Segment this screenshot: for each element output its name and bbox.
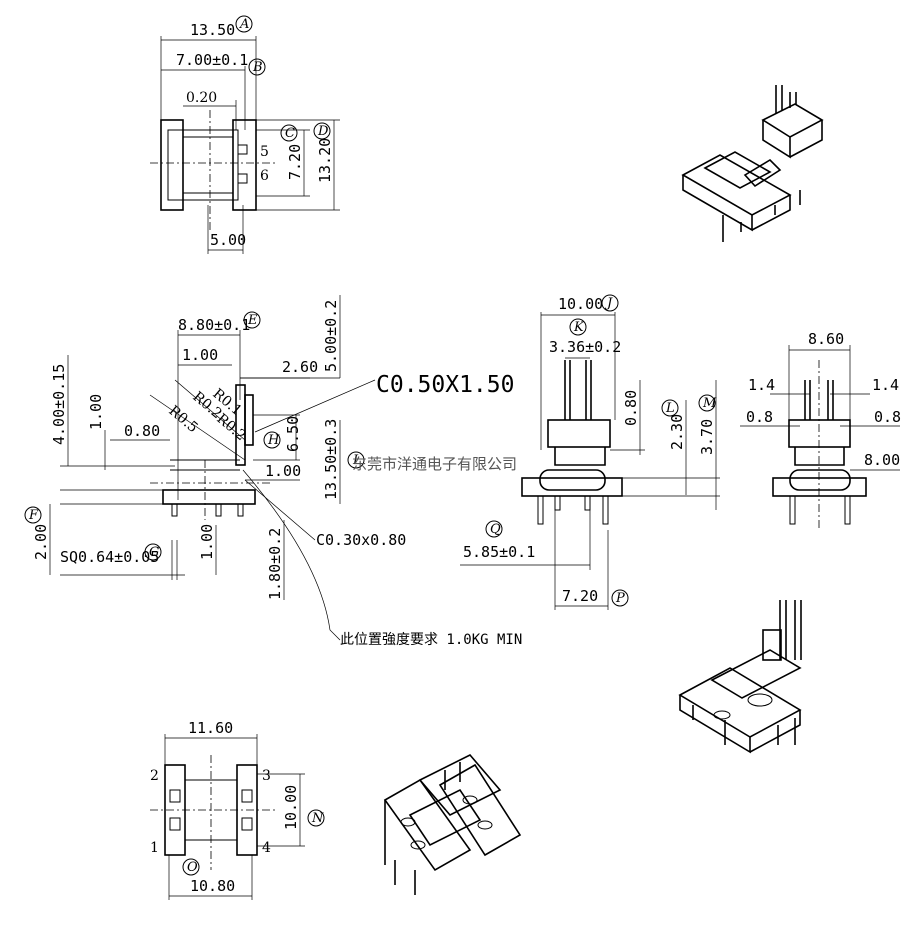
callout-i-label: I <box>352 453 359 468</box>
iso-view-2 <box>678 600 802 754</box>
dim-14b-text: 1.4 <box>872 376 899 394</box>
callout-g-label: G <box>149 545 159 560</box>
dim-080-front-text: 0.80 <box>622 390 640 426</box>
dim-650-text: 6.50 <box>284 416 302 452</box>
dim-500-text: 5.00 <box>210 231 246 249</box>
dim-p-text: 7.20 <box>562 587 598 605</box>
callout-p-label: P <box>615 591 625 606</box>
pin-2-label: 2 <box>150 768 159 784</box>
callout-j-label: J <box>604 296 613 311</box>
dim-200-text: 2.00 <box>32 524 50 560</box>
callout-f-label: F <box>28 508 39 523</box>
pin-5-label: 5 <box>260 144 269 160</box>
dim-sq-text: SQ0.64±0.05 <box>60 548 159 566</box>
dim-n-text: 10.00 <box>282 785 300 830</box>
dim-080-text: 0.80 <box>124 422 160 440</box>
callout-i <box>347 451 365 469</box>
callout-e <box>243 311 261 329</box>
iso-view-1 <box>681 85 824 242</box>
callout-j <box>601 294 619 312</box>
callout-b <box>248 58 266 76</box>
callout-a <box>235 15 253 33</box>
dim-e-text: 8.80±0.1 <box>178 316 250 334</box>
dim-08a-text: 0.8 <box>746 408 773 426</box>
callout-b-label: B <box>252 60 263 75</box>
callout-l-label: L <box>665 401 675 416</box>
right-view: 8.60 1.4 1.4 0.8 0.8 8.00 <box>740 330 901 530</box>
callout-c-label: C <box>285 126 295 141</box>
dim-180-text: 1.80±0.2 <box>266 528 284 600</box>
iso-view-3 <box>383 754 522 895</box>
pin-6-label: 6 <box>260 168 269 184</box>
pin-3-label: 3 <box>262 768 271 784</box>
dim-500v-text: 5.00±0.2 <box>322 300 340 372</box>
callout-d <box>313 122 331 140</box>
callout-k-label: K <box>573 320 585 335</box>
pin-1-label: 1 <box>150 840 159 856</box>
callout-d-label: D <box>317 124 329 139</box>
callout-o-label: O <box>187 860 198 875</box>
bottom-view: 11.60 2 1 3 4 10.00 N O 10.80 <box>150 719 325 900</box>
callout-e-label: E <box>247 313 258 328</box>
dim-1080-text: 10.80 <box>190 877 235 895</box>
dim-k-text: 3.36±0.2 <box>549 338 621 356</box>
dim-020-text: 0.20 <box>186 90 217 106</box>
dim-14a-text: 1.4 <box>748 376 775 394</box>
callout-a-label: A <box>239 17 249 32</box>
callout-n <box>307 809 325 827</box>
callout-m <box>698 394 716 412</box>
callout-o <box>182 858 200 876</box>
watermark-text: 东莞市洋通电子有限公司 <box>352 455 517 473</box>
dim-q-text: 5.85±0.1 <box>463 543 535 561</box>
dim-260-text: 2.60 <box>282 358 318 376</box>
side-view: 8.80±0.1 E 1.00 2.60 5.00±0.2 C0.50X1.50… <box>24 295 522 648</box>
callout-m-label: M <box>702 396 717 411</box>
dim-100c-text: 1.00 <box>265 462 301 480</box>
pin-4-label: 4 <box>262 840 271 856</box>
dim-b-text: 7.00±0.1 <box>176 51 248 69</box>
chamfer-small-text: C0.30x0.80 <box>316 531 406 549</box>
dim-d-text: 13.20 <box>316 138 334 183</box>
dim-a-text: 13.50 <box>190 21 235 39</box>
callout-k <box>569 318 587 336</box>
front-view: 10.00 J K 3.36±0.2 0.80 2.30 L 3.70 M <box>460 294 720 610</box>
dim-860-text: 8.60 <box>808 330 844 348</box>
callout-f <box>24 506 42 524</box>
dim-c-text: 7.20 <box>286 144 304 180</box>
callout-h <box>263 431 281 449</box>
callout-g <box>144 543 162 561</box>
dim-1160-text: 11.60 <box>188 719 233 737</box>
callout-p <box>611 589 629 607</box>
callout-h-label: H <box>267 433 280 448</box>
dim-08b-text: 0.8 <box>874 408 901 426</box>
top-view: 13.50 A 7.00±0.1 B 0.20 5 6 7.20 C 13.20 <box>150 15 340 254</box>
callout-q-label: Q <box>490 522 501 537</box>
strength-note-text: 此位置強度要求 1.0KG MIN <box>340 632 522 648</box>
dim-800-text: 8.00 <box>864 451 900 469</box>
dim-l-text: 2.30 <box>668 414 686 450</box>
dim-j-text: 10.00 <box>558 295 603 313</box>
dim-100d-text: 1.00 <box>198 524 216 560</box>
callout-l <box>661 399 679 417</box>
dim-400-text: 4.00±0.15 <box>50 364 68 445</box>
r05-text: R0.5 <box>165 403 200 436</box>
dim-m-text: 3.70 <box>698 419 716 455</box>
dim-1350-text: 13.50±0.3 <box>322 419 340 500</box>
chamfer-main-text: C0.50X1.50 <box>376 372 514 398</box>
callout-n-label: N <box>311 811 324 826</box>
dim-100a-text: 1.00 <box>182 346 218 364</box>
callout-c <box>280 124 298 142</box>
dim-100b-text: 1.00 <box>87 394 105 430</box>
callout-q <box>485 520 503 538</box>
